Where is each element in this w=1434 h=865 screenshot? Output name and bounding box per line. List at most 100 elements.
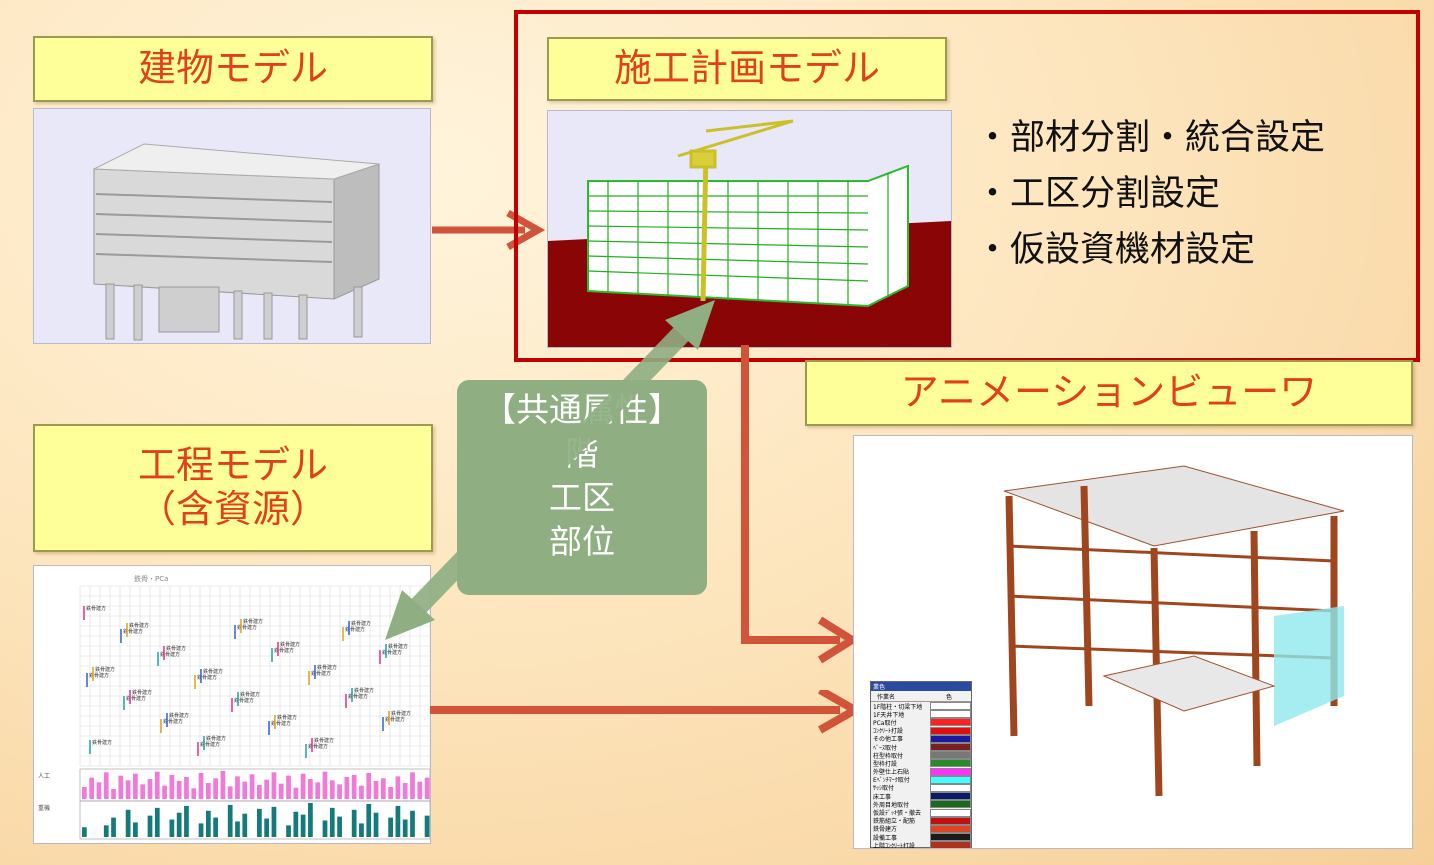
resource-bar (410, 772, 415, 799)
resource-bar (184, 777, 189, 799)
gantt-task-label: 鉄骨建方 (280, 641, 300, 648)
gantt-task-label: 鉄骨建方 (169, 712, 189, 719)
resource-bar (264, 779, 270, 799)
resource-bar (359, 823, 364, 837)
legend-color-swatch (929, 824, 971, 833)
resource-bar (410, 810, 415, 837)
legend-color-swatch (929, 734, 971, 743)
process-model-text: 工程モデル (137, 443, 328, 488)
gantt-task-label: 鉄骨建方 (129, 622, 149, 629)
gantt-task-label: 鉄骨建方 (388, 643, 408, 650)
gantt-task-label: 鉄骨建方 (86, 605, 106, 612)
legend-color-swatch (929, 751, 971, 760)
construction-plan-text: 施工計画モデル (613, 46, 880, 91)
legend-row: その他工事 (871, 734, 971, 744)
building-model-text: 建物モデル (137, 46, 328, 91)
resource-bar (351, 809, 357, 837)
resource-bar (176, 812, 182, 837)
common-attribute-item: 部位 (549, 522, 615, 561)
resource-bar (191, 788, 197, 799)
gantt-task-label: 鉄骨建方 (160, 651, 180, 658)
legend-item-name: 型枠打設 (873, 760, 898, 768)
gantt-task-label: 鉄骨建方 (345, 626, 365, 633)
legend-item-name: 外周目地取付 (873, 801, 910, 809)
gantt-row2-label: 重機 (38, 804, 50, 812)
legend-row: 鉄筋組立・配筋 (871, 816, 971, 826)
resource-bar (213, 778, 218, 799)
resource-bar (220, 771, 226, 799)
legend-row: 床工事 (871, 792, 971, 801)
legend-row: 柱型枠取付 (871, 751, 971, 760)
legend-row: 設備工事 (871, 833, 971, 842)
legend-item-name: その他工事 (873, 736, 904, 744)
resource-bar (125, 780, 131, 799)
resource-bar (169, 775, 175, 799)
resource-bar (315, 782, 321, 799)
arrow-building-to-plan (432, 209, 546, 251)
gantt-task-label: 鉄骨建方 (314, 737, 334, 744)
legend-row: ﾍﾞｰｽ取付 (871, 743, 971, 752)
resource-bar (359, 785, 364, 799)
resource-bar (351, 775, 357, 799)
resource-bar (147, 779, 153, 799)
gantt-task-label: 鉄骨建方 (240, 691, 260, 698)
legend-item-name: PCa取付 (873, 719, 897, 727)
gantt-task-label: 鉄骨建方 (123, 628, 143, 635)
gantt-task-label: 鉄骨建方 (277, 714, 297, 721)
resource-bar (388, 817, 393, 837)
resource-bar (271, 806, 277, 837)
resource-bar (278, 783, 284, 799)
resource-bar (417, 781, 423, 799)
resource-bar (205, 810, 211, 837)
legend-item-name: 仮設ﾃﾞｯｷ張・撤去 (873, 810, 922, 818)
resource-bar (257, 808, 262, 837)
legend-item-name: 鉄骨建方 (873, 826, 898, 834)
gantt-task-label: 鉄骨建方 (385, 716, 405, 723)
legend-item-name: 上階ｺﾝｸﾘｰﾄ打設 (873, 842, 916, 849)
resource-bar (82, 787, 87, 799)
gantt-task-label: 鉄骨建方 (243, 618, 263, 625)
resource-bar (242, 781, 248, 799)
legend-row: 仮設ﾃﾞｯｷ張・撤去 (871, 808, 971, 818)
resource-bar (82, 827, 87, 837)
gantt-task-label: 鉄骨建方 (203, 668, 223, 675)
building-model-label: 建物モデル (33, 36, 433, 102)
bullet-item: ・工区分割設定 (975, 174, 1221, 214)
legend-item-name: 床工事 (873, 793, 892, 801)
resource-bar (329, 807, 335, 837)
gantt-task-label: 鉄骨建方 (89, 672, 109, 679)
resource-bar (395, 805, 401, 837)
resource-bar (373, 781, 379, 799)
legend-item-name: 設備工事 (873, 834, 898, 842)
animation-viewer-label: アニメーションビューワ (805, 360, 1413, 426)
legend-color-swatch (929, 775, 971, 784)
resource-bar (300, 814, 306, 837)
resource-bar (111, 789, 116, 799)
legend-item-name: 鉄筋組立・配筋 (873, 818, 916, 826)
gantt-task-label: 鉄骨建方 (200, 741, 220, 748)
resource-bar (169, 819, 175, 837)
resource-bar (308, 803, 313, 837)
resource-bar (198, 773, 204, 799)
gantt-task-label: 鉄骨建方 (271, 720, 291, 727)
legend-color-swatch (929, 726, 971, 735)
gantt-task-label: 鉄骨建方 (274, 647, 294, 654)
resource-bar (249, 774, 255, 799)
legend-row: 上階ｺﾝｸﾘｰﾄ打設 (871, 841, 971, 849)
gantt-task-label: 鉄骨建方 (132, 689, 152, 696)
legend-row: 鉄骨建方 (871, 824, 971, 834)
arrow-gantt-to-viewer (430, 690, 864, 734)
resource-bar (293, 787, 299, 799)
gantt-task-label: 鉄骨建方 (311, 670, 331, 677)
resource-bar (154, 807, 160, 837)
resource-bar (147, 815, 153, 837)
legend-color-swatch (929, 816, 971, 825)
process-gantt-chart: 鉄骨・PCa 鉄骨建方鉄骨建方鉄骨建方鉄骨建方鉄骨建方鉄骨建方鉄骨建方鉄骨建方鉄… (33, 565, 431, 844)
resource-bar (380, 778, 386, 799)
resource-bar (103, 772, 109, 799)
legend-item-name: ｺﾝｸﾘｰﾄ打設 (873, 728, 904, 736)
legend-row: 型枠打設 (871, 759, 971, 768)
gantt-task-label: 鉄骨建方 (126, 695, 146, 702)
resource-bar (264, 818, 270, 837)
